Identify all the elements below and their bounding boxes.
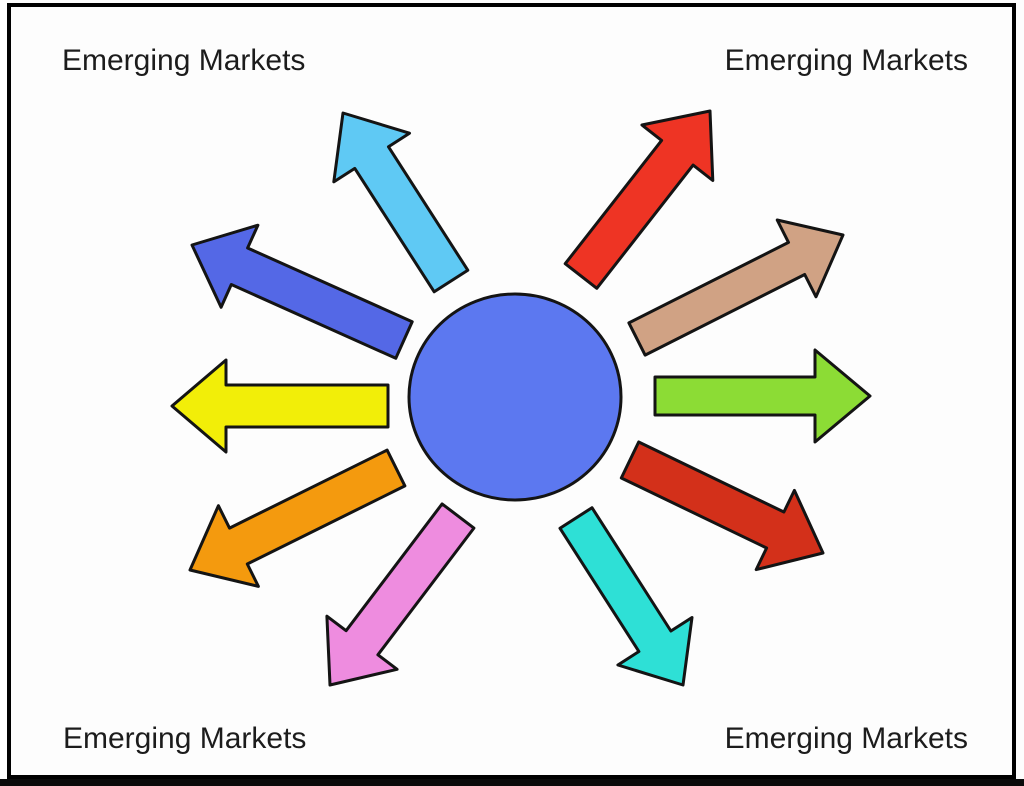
label-emerging-markets-bottom-left: Emerging Markets (63, 722, 307, 755)
arrow-yellow-left (170, 358, 390, 454)
arrow-blue-up-left (190, 223, 414, 360)
arrow-pink-down-left (325, 502, 476, 687)
arrow-red-up-right (563, 109, 715, 290)
arrow-green-right (653, 348, 872, 444)
label-emerging-markets-top-right: Emerging Markets (724, 44, 968, 77)
arrow-cyan-down-right (558, 506, 694, 687)
label-emerging-markets-bottom-right: Emerging Markets (724, 722, 968, 755)
arrow-tan-up-right (627, 218, 845, 357)
bottom-edge-bar (0, 779, 1024, 786)
arrow-orange-down-left (188, 448, 407, 588)
arrow-sky-blue-up-left (332, 111, 470, 294)
hub-circle (407, 292, 623, 502)
label-emerging-markets-top-left: Emerging Markets (62, 44, 306, 77)
arrow-dark-red-down-right (619, 440, 825, 572)
